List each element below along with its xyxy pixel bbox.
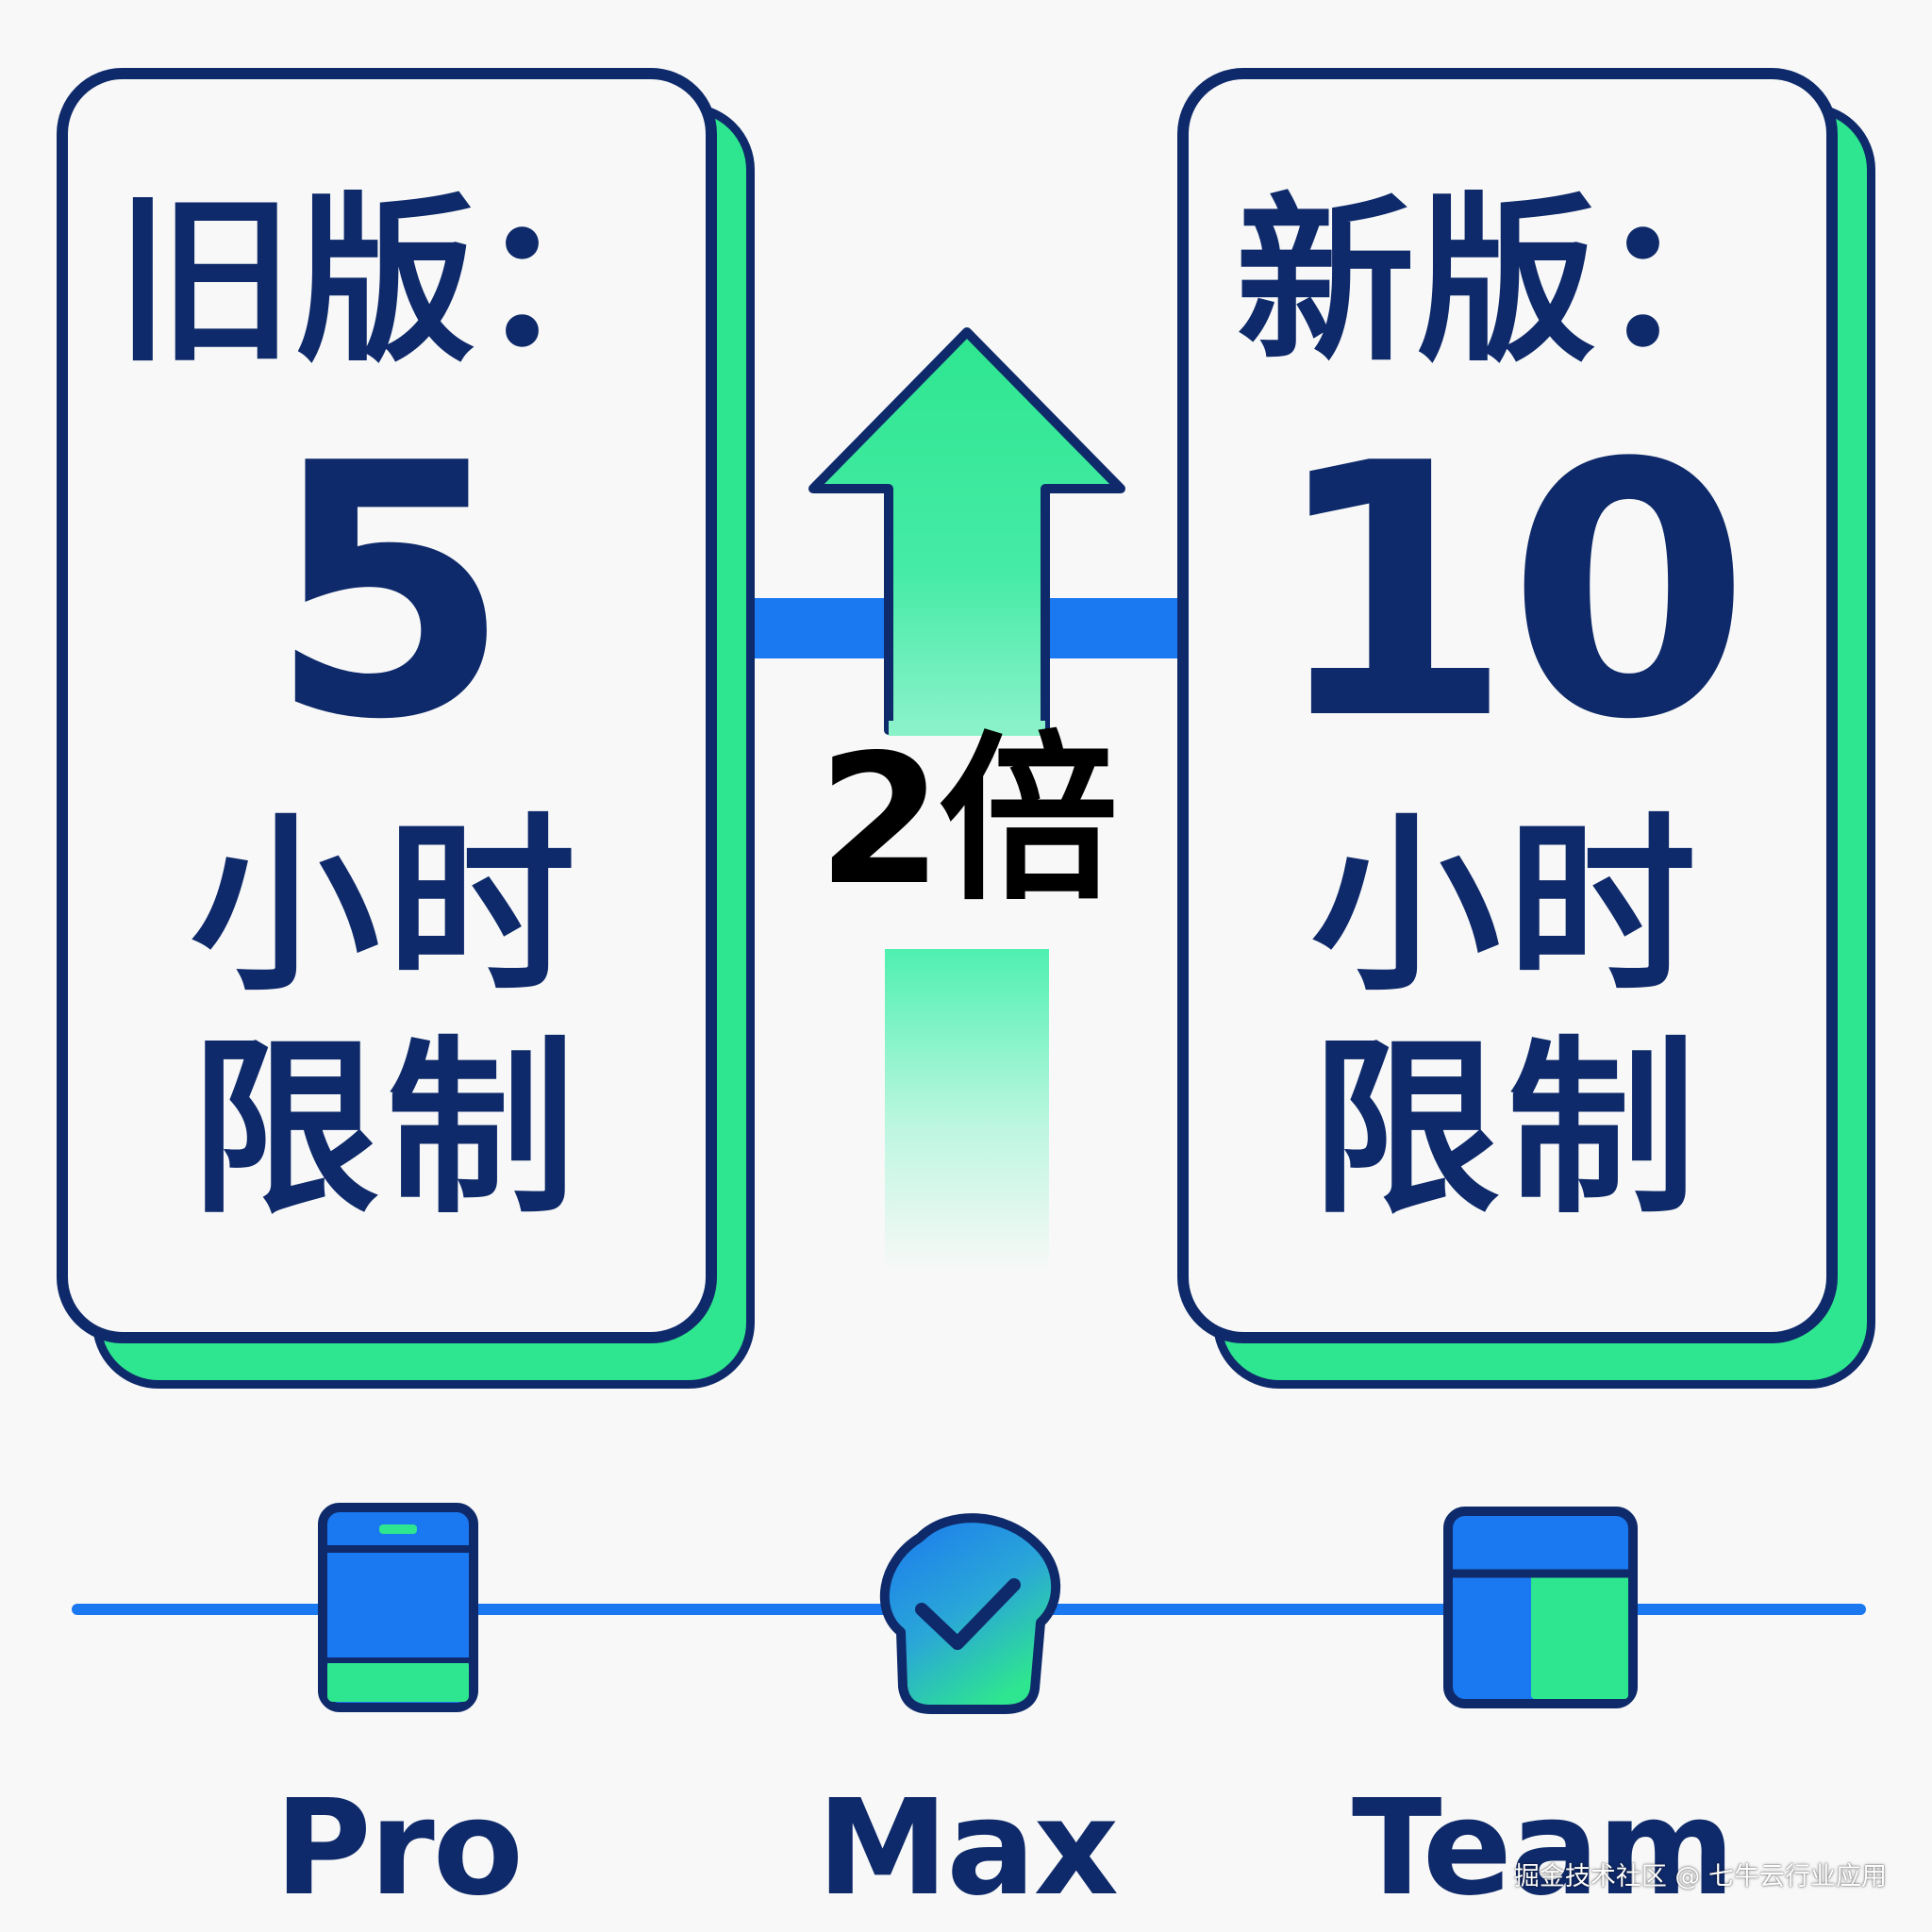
tablet-icon: [318, 1503, 478, 1712]
plan-team: Team: [1352, 1500, 1735, 1925]
new-card-unit: 小时 限制: [1311, 796, 1704, 1241]
new-version-card: 新版： 10 小时 限制: [1177, 68, 1885, 1393]
old-card-unit-line2: 限制: [190, 1020, 583, 1240]
arrow-tail: [885, 949, 1049, 1270]
old-version-card: 旧版： 5 小时 限制: [57, 68, 764, 1393]
old-card-face: 旧版： 5 小时 限制: [57, 68, 717, 1343]
plan-max-label: Max: [816, 1772, 1119, 1925]
up-arrow-icon: [808, 327, 1125, 736]
checkmark-badge-icon: [879, 1513, 1061, 1714]
plan-max: Max: [778, 1500, 1156, 1915]
watermark: 掘金技术社区 @ 七牛云行业应用: [1513, 1862, 1887, 1891]
plan-pro-label: Pro: [275, 1772, 524, 1925]
old-card-unit: 小时 限制: [191, 796, 583, 1241]
multiplier-label: 2倍: [817, 716, 1118, 924]
old-card-heading: 旧版：: [114, 177, 658, 386]
new-card-unit-line1: 小时: [1310, 797, 1704, 1017]
plan-team-label: Team: [1352, 1772, 1735, 1925]
old-card-number: 5: [268, 391, 510, 796]
plan-pro: Pro: [209, 1500, 587, 1915]
new-card-number: 10: [1270, 391, 1751, 796]
window-icon: [1443, 1507, 1638, 1708]
old-card-unit-line1: 小时: [190, 797, 583, 1017]
new-card-heading: 新版：: [1235, 177, 1779, 386]
new-card-unit-line2: 限制: [1310, 1020, 1704, 1240]
new-card-face: 新版： 10 小时 限制: [1177, 68, 1838, 1343]
